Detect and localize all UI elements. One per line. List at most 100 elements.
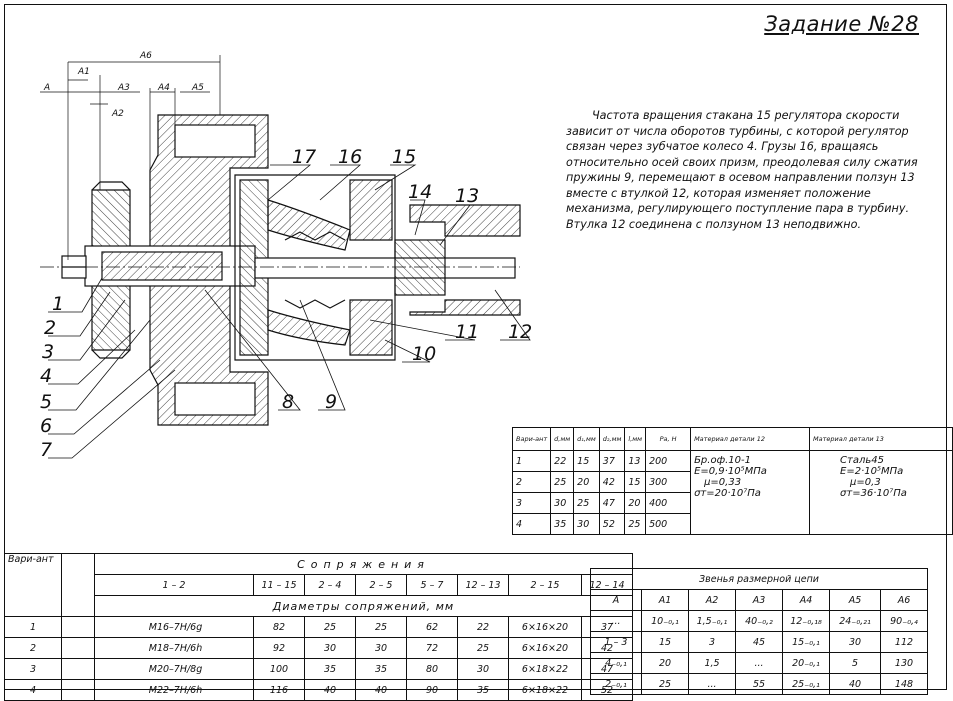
column-header: 1 – 2 [94,574,254,596]
column-header: A1 [641,589,689,611]
table-cell: 30 [573,513,600,535]
table-cell: ... [735,652,783,674]
table-cell: ... [688,673,736,695]
column-header: d,мм [550,427,575,451]
table-cell: 25 [624,513,647,535]
table-cell: 116 [253,679,305,701]
table-cell: 15₋₀,₁ [782,631,830,653]
material-12-line: σт=20·10⁷Па [694,488,761,499]
table-cell: 400 [645,492,692,514]
table-cell: 30 [829,631,881,653]
table-cell: 6×18×22 [508,679,582,701]
column-header: d₁,мм [573,427,600,451]
table-cell: 20 [624,492,647,514]
part-label-16: 16 [338,146,362,168]
variant-header: Вари-ант [4,553,62,617]
table-cell: 1,5 [688,652,736,674]
table-cell: 200 [645,450,692,472]
table-cell: 20 [573,471,600,493]
table-row: 1 M16–7H/6g 82 25 25 62 22 6×16×20 37 [4,616,633,638]
table-cell: 40 [355,679,407,701]
column-header: Материал детали 13 [809,427,953,451]
column-header: A [590,589,642,611]
table-cell [61,679,95,701]
column-header: 2 – 4 [304,574,356,596]
table-cell: 30 [355,637,407,659]
column-header: A5 [829,589,881,611]
table-cell: 30 [550,492,575,514]
table-cell: 35 [550,513,575,535]
part-label-17: 17 [292,146,316,168]
table-cell: 1,5₋₀,₁ [688,610,736,632]
table-row: 2₋₀,₁ 25 ... 55 25₋₀,₁ 40 148 [590,673,928,695]
column-header: 2 – 15 [508,574,582,596]
table-cell: 22 [457,616,509,638]
table-row: 1 22 15 37 13 200 Бр.оф.10-1 E=0,9·10⁵МП… [511,450,953,535]
part-label-4: 4 [40,365,52,387]
part-label-6: 6 [40,415,52,437]
table-cell: 3 [4,658,62,680]
table-header-row: 1 – 2 11 – 15 2 – 4 2 – 5 5 – 7 12 – 13 … [5,574,633,596]
table-cell: 2 [511,471,552,493]
table-cell: 1 [4,616,62,638]
part-label-13: 13 [455,185,479,207]
table-cell: 35 [304,658,356,680]
material-13-line: σт=36·10⁷Па [840,488,907,499]
table-cell: 3 [511,492,552,514]
table-cell: 148 [880,673,928,695]
table-row: ... 10₋₀,₁ 1,5₋₀,₁ 40₋₀,₂ 12₋₀,₁₈ 24₋₀,₂… [590,610,928,632]
material-13-line: Сталь45 [840,455,884,466]
part-label-8: 8 [282,391,294,413]
table-cell: 25 [573,492,600,514]
properties-table: Вари-ант d,мм d₁,мм d₂,мм l,мм Pa, Н Мат… [511,427,953,535]
table-header-row: A A1 A2 A3 A4 A5 A6 [590,589,928,611]
table-cell: 20₋₀,₁ [782,652,830,674]
table-cell: 10₋₀,₁ [641,610,689,632]
table-cell: 5 [829,652,881,674]
dim-label-A: A [43,83,50,93]
table-cell: 15 [624,471,647,493]
table-cell: 1 [511,450,552,472]
column-header: l,мм [624,427,647,451]
dim-label-A4: A4 [157,83,170,93]
table-header-row: Вари-ант Сопряжения [4,553,633,617]
table-cell: 2 [4,637,62,659]
table-cell: 30 [304,637,356,659]
dim-label-A3: A3 [117,83,130,93]
table-header-row: Звенья размерной цепи [590,568,928,590]
table-cell: 6×16×20 [508,637,582,659]
part-label-10: 10 [412,343,436,365]
table-row: 4₋₀,₁ 20 1,5 ... 20₋₀,₁ 5 130 [590,652,928,674]
table-cell: 30 [457,658,509,680]
table-cell: M20–7H/8g [94,658,254,680]
material-12-cell: Бр.оф.10-1 E=0,9·10⁵МПа μ=0,33 σт=20·10⁷… [690,450,811,535]
table-cell: 4 [511,513,552,535]
table-cell: 4₋₀,₁ [590,652,642,674]
part-label-11: 11 [455,321,479,343]
column-header: 5 – 7 [406,574,458,596]
part-label-14: 14 [408,181,432,203]
table-cell: 55 [735,673,783,695]
table-cell: 40 [304,679,356,701]
table-cell: 3 [688,631,736,653]
table-cell: 6×16×20 [508,616,582,638]
material-13-cell: Сталь45 E=2·10⁵МПа μ=0,3 σт=36·10⁷Па [809,450,953,535]
part-label-7: 7 [40,439,52,461]
part-label-9: 9 [325,391,337,413]
table-cell [61,616,95,638]
part-label-12: 12 [508,321,532,343]
table-cell: M22–7H/6h [94,679,254,701]
dim-label-A1: A1 [77,67,90,77]
table-cell: 45 [735,631,783,653]
table-cell: 90₋₀,₄ [880,610,928,632]
dim-label-A2: A2 [111,109,124,119]
table-cell: 25₋₀,₁ [782,673,830,695]
table-header-row: Вари-ант d,мм d₁,мм d₂,мм l,мм Pa, Н Мат… [511,427,953,451]
table-cell: ... [590,610,642,632]
table-cell: 25 [457,637,509,659]
table-row: 4 M22–7H/6h 116 40 40 90 35 6×18×22 52 [4,679,633,701]
table-cell: 80 [406,658,458,680]
table-cell: 6×18×22 [508,658,582,680]
column-header: Pa, Н [645,427,692,451]
table-cell: 47 [598,492,626,514]
